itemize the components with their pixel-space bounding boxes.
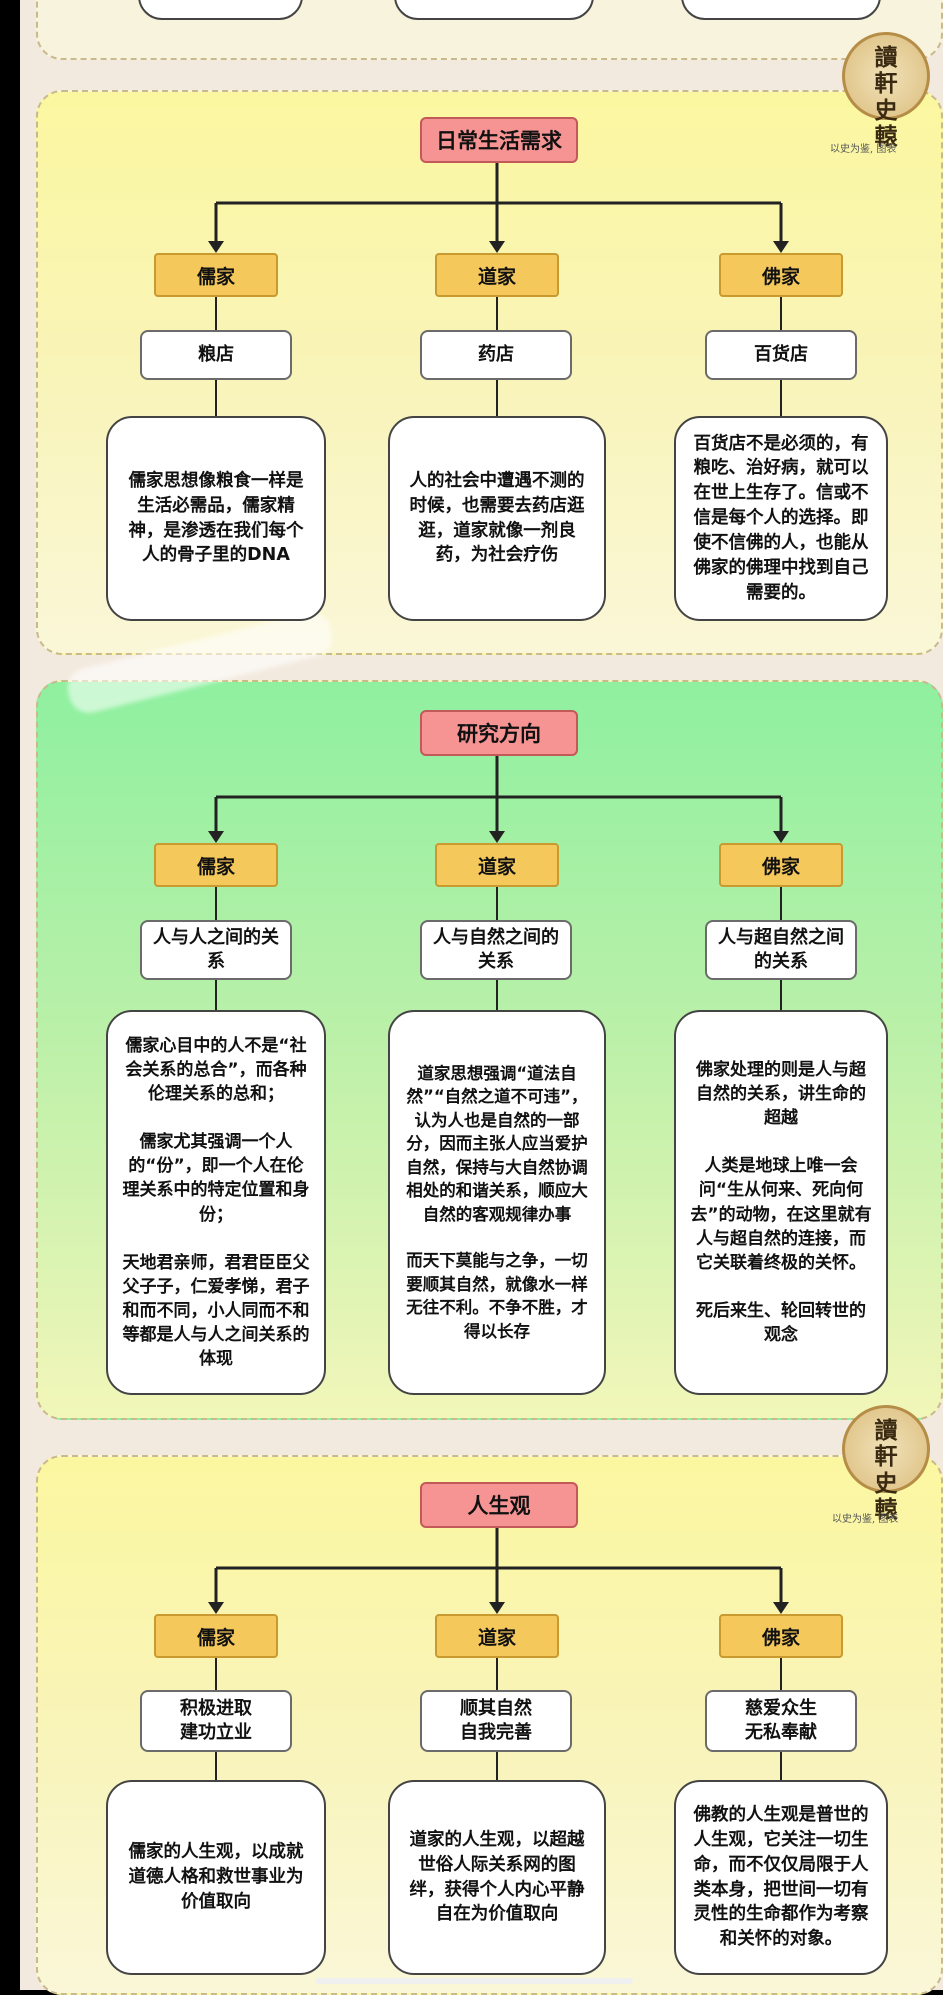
arrow-head (208, 831, 224, 843)
seal-char: 軒 (874, 70, 898, 98)
seal-char: 史 (874, 1469, 898, 1497)
life-motto: 积极进取 建功立业 (140, 1690, 292, 1752)
seal-char: 讀 (874, 44, 898, 71)
description-box: 佛教的人生观是普世的人生观，它关注一切生命，而不仅仅局限于人类本身，把世间一切有… (674, 1780, 888, 1975)
description-box: 儒家思想像粮食一样是生活必需品，儒家精神，是渗透在我们每个人的骨子里的DNA (106, 416, 326, 621)
life-motto: 慈爱众生 无私奉献 (705, 1690, 857, 1752)
seal-logo: 讀軒史轅 (842, 32, 930, 150)
arrow-head (208, 241, 224, 253)
school-label-confucian: 儒家 (154, 1614, 278, 1658)
section-title: 研究方向 (420, 710, 578, 756)
school-relation: 人与超自然之间的关系 (705, 920, 857, 980)
school-relation: 人与自然之间的关系 (420, 920, 572, 980)
description-box: 百货店不是必须的，有粮吃、治好病，就可以在世上生存了。信或不信是每个人的选择。即… (674, 416, 888, 621)
seal-char: 讀 (874, 1417, 898, 1444)
seal-char: 軒 (874, 1443, 898, 1471)
arrow-head (773, 831, 789, 843)
arrow-head (489, 241, 505, 253)
school-label-taoist: 道家 (435, 843, 559, 887)
description-box: 儒家心目中的人不是“社会关系的总合”，而各种伦理关系的总和； 儒家尤其强调一个人… (106, 1010, 326, 1395)
arrow-head (773, 241, 789, 253)
school-label-buddhist: 佛家 (719, 1614, 843, 1658)
section-title: 人生观 (420, 1482, 578, 1528)
arrow-head (773, 1602, 789, 1614)
arrow-head (208, 1602, 224, 1614)
description-box: 儒家的人生观，以成就道德人格和救世事业为价值取向 (106, 1780, 326, 1975)
description-box: 佛家处理的则是人与超自然的关系，讲生命的超越 人类是地球上唯一会问“生从何来、死… (674, 1010, 888, 1395)
school-analogy: 粮店 (140, 330, 292, 380)
school-label-taoist: 道家 (435, 1614, 559, 1658)
life-motto: 顺其自然 自我完善 (420, 1690, 572, 1752)
school-label-buddhist: 佛家 (719, 843, 843, 887)
arrow-head (489, 831, 505, 843)
seal-char: 轅 (874, 1496, 898, 1524)
seal-char: 史 (874, 96, 898, 124)
section-title: 日常生活需求 (420, 117, 578, 163)
description-box: 人的社会中遭遇不测的时候，也需要去药店逛逛，道家就像一剂良药，为社会疗伤 (388, 416, 606, 621)
school-label-taoist: 道家 (435, 253, 559, 297)
school-relation: 人与人之间的关系 (140, 920, 292, 980)
school-analogy: 百货店 (705, 330, 857, 380)
school-label-confucian: 儒家 (154, 253, 278, 297)
arrow-head (489, 1602, 505, 1614)
school-analogy: 药店 (420, 330, 572, 380)
home-indicator[interactable] (315, 1978, 633, 1984)
seal-char: 轅 (874, 123, 898, 151)
description-box: 道家思想强调“道法自然”“自然之道不可违”，认为人也是自然的一部分，因而主张人应… (388, 1010, 606, 1395)
school-label-buddhist: 佛家 (719, 253, 843, 297)
description-box: 道家的人生观，以超越世俗人际关系网的图绊，获得个人内心平静自在为价值取向 (388, 1780, 606, 1975)
seal-motto: 以史为鉴, 图表 (830, 144, 897, 155)
seal-motto: 以史为鉴, 图表 (832, 1514, 899, 1525)
seal-logo: 讀軒史轅 (842, 1405, 930, 1523)
school-label-confucian: 儒家 (154, 843, 278, 887)
previous-panel (36, 0, 943, 60)
